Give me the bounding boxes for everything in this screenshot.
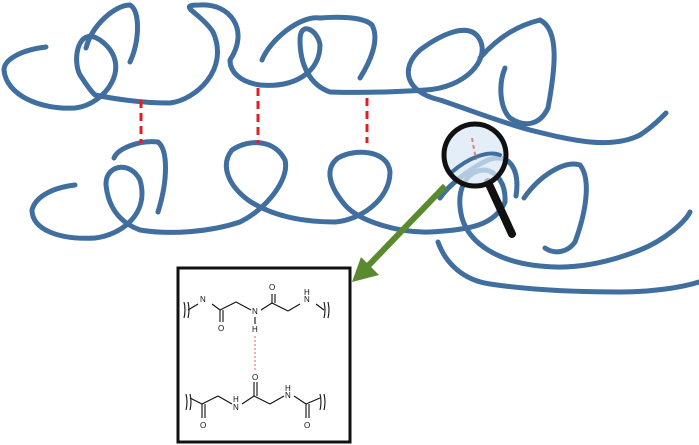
bottom-chain-atom-h-left: H [233,395,239,404]
bottom-strand [29,140,693,270]
top-chain-atom-h-center: H [252,325,258,334]
arrow-shaft [365,183,448,269]
bottom-chain-atom-o-left: O [200,421,206,430]
bottom-strand-back-loop-3 [521,161,589,255]
magnifier-frame [441,121,509,189]
bottom-chain-atom-o-top: O [252,373,258,382]
magnifier-lens-strand [450,151,502,174]
bottom-strand-back-loop-1 [111,139,168,215]
top-chain-atom-n-center: N [252,307,258,316]
top-chain-atom-n-right: N [304,295,310,304]
top-strand [1,2,669,146]
chemical-structure-inset: N O N H O N H [176,266,352,444]
top-chain-atom-h-right: H [304,288,310,297]
bottom-peptide-chain [185,382,326,418]
magnifier-handle [484,178,516,238]
top-chain-atom-n-left: N [200,295,206,304]
magnifier-lens-hbond [471,137,477,161]
top-chain-atom-o-left: O [218,324,224,333]
magnifying-glass-icon [441,121,516,238]
bottom-chain-atom-o-right: O [304,421,310,430]
bottom-chain-atom-h-right: H [285,384,291,393]
top-chain-atom-o-top: O [269,283,275,292]
top-strand-back-loop-1 [83,2,140,65]
top-strand-back-loop-3 [477,17,557,127]
inset-border [176,266,352,444]
top-peptide-chain [183,294,330,322]
arrow-head [352,257,379,282]
down-left-arrow-icon [352,183,448,282]
bottom-strand-lower-tail [435,239,699,295]
bottom-chain-atom-n-left: N [233,403,239,412]
bottom-chain-atom-n-right: N [285,391,291,400]
top-strand-back-loop-2 [259,14,378,81]
